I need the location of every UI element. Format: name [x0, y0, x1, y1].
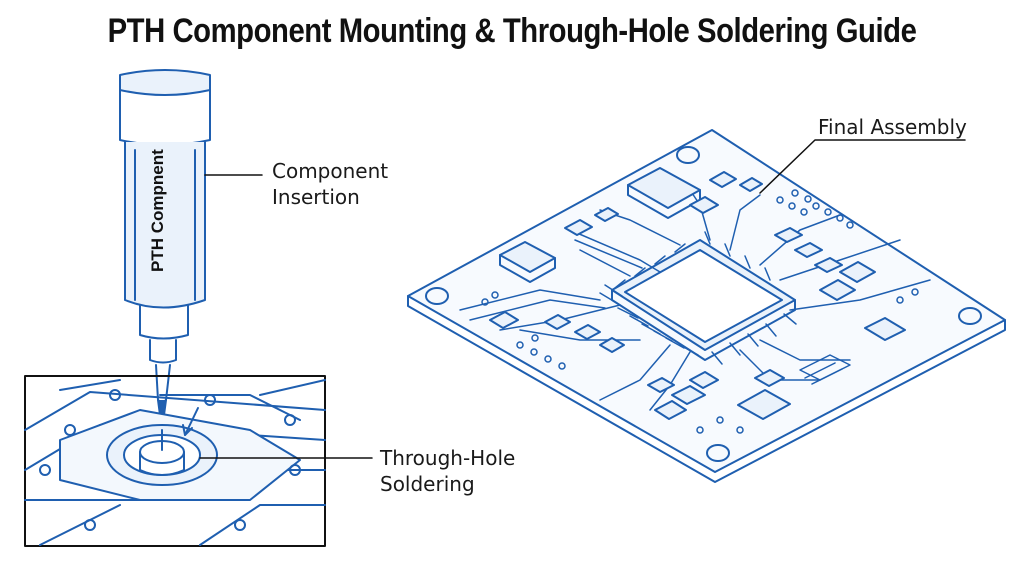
- pcb-closeup-inset: [24, 375, 326, 547]
- assembled-pcb: [407, 129, 1006, 483]
- through-hole-line2: Soldering: [380, 472, 475, 496]
- component-body-text: PTH Compnent: [148, 149, 167, 272]
- component-tool: [119, 69, 211, 431]
- component-insertion-line2: Insertion: [272, 185, 360, 209]
- component-insertion-label: Component Insertion: [272, 158, 388, 210]
- through-hole-line1: Through-Hole: [380, 446, 516, 470]
- page-title: PTH Component Mounting & Through-Hole So…: [107, 12, 917, 50]
- through-hole-soldering-label: Through-Hole Soldering: [380, 445, 515, 497]
- final-assembly-label: Final Assembly: [818, 115, 967, 139]
- component-insertion-line1: Component: [272, 159, 389, 183]
